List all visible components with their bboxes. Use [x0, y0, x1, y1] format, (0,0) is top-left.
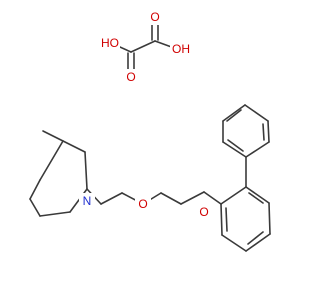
- bond: [225, 207, 228, 232]
- bond: [160, 192, 182, 205]
- bond: [222, 141, 247, 158]
- bond: [227, 139, 244, 152]
- bond: [69, 188, 88, 213]
- label-background: [148, 9, 162, 25]
- label-background: [196, 204, 212, 220]
- atom-label-o-carbonyl: O: [150, 10, 159, 24]
- benzene-ring-upper: [222, 104, 270, 188]
- bond: [244, 104, 269, 122]
- bond: [29, 179, 41, 200]
- benzene-ring-lower: [220, 186, 271, 252]
- bond: [262, 123, 265, 141]
- atom-label-oh: OH: [172, 42, 190, 56]
- bond: [130, 40, 156, 53]
- atom-label-o-ether: O: [138, 197, 147, 211]
- bond: [39, 140, 64, 181]
- bond: [42, 130, 64, 142]
- bond: [222, 104, 246, 122]
- label-background: [98, 35, 120, 51]
- bond: [247, 231, 264, 245]
- piperidine-ring: [29, 130, 88, 217]
- label-background: [124, 69, 138, 85]
- bond: [39, 211, 71, 217]
- bond: [248, 192, 264, 204]
- label-background: [135, 196, 151, 212]
- bond: [245, 186, 270, 204]
- bond: [29, 198, 41, 217]
- bond: [268, 202, 271, 235]
- chemical-structure-diagram: HO OH O O N O O: [29, 9, 271, 252]
- bond: [267, 120, 270, 143]
- bond: [203, 191, 222, 205]
- bond: [62, 140, 86, 153]
- label-background: [79, 193, 95, 209]
- bond: [84, 151, 88, 190]
- bond: [100, 192, 123, 205]
- atom-label-o-aryl-ether: O: [199, 205, 208, 219]
- bond: [180, 191, 205, 205]
- atom-label-o-carbonyl: O: [126, 70, 135, 84]
- atom-label-ho: HO: [101, 36, 119, 50]
- bond: [245, 141, 270, 158]
- bond: [220, 186, 247, 205]
- ether-linker: N O O: [79, 188, 222, 220]
- bond: [245, 233, 271, 252]
- oxalic-acid: HO OH O O: [98, 9, 192, 85]
- bond: [226, 109, 242, 122]
- bond: [221, 234, 247, 252]
- label-background: [170, 41, 192, 57]
- atom-label-n: N: [83, 194, 92, 208]
- bond: [220, 203, 223, 236]
